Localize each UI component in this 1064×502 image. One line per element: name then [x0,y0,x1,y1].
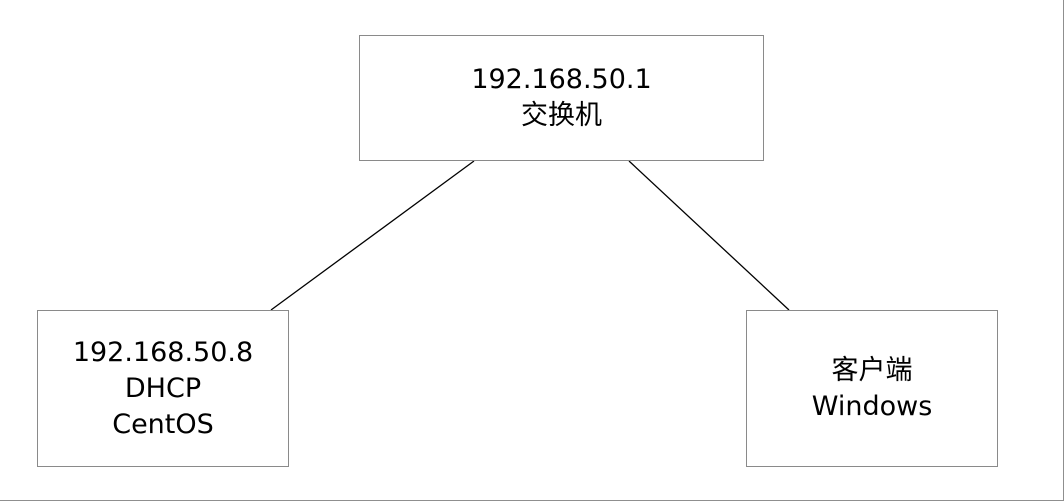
client-os-label: Windows [811,390,933,422]
switch-ip-label: 192.168.50.1 [471,64,652,95]
dhcp-server-node: 192.168.50.8 DHCP CentOS [37,310,289,467]
dhcp-os-label: CentOS [112,408,214,440]
dhcp-role-label: DHCP [124,372,202,404]
switch-node: 192.168.50.1 交换机 [359,35,764,161]
dhcp-ip-label: 192.168.50.8 [72,336,254,368]
switch-name-label: 交换机 [521,100,602,131]
client-name-label: 客户端 [831,354,913,386]
edge-switch-client [628,160,790,311]
edge-switch-dhcp [270,160,475,311]
client-node: 客户端 Windows [746,310,998,467]
